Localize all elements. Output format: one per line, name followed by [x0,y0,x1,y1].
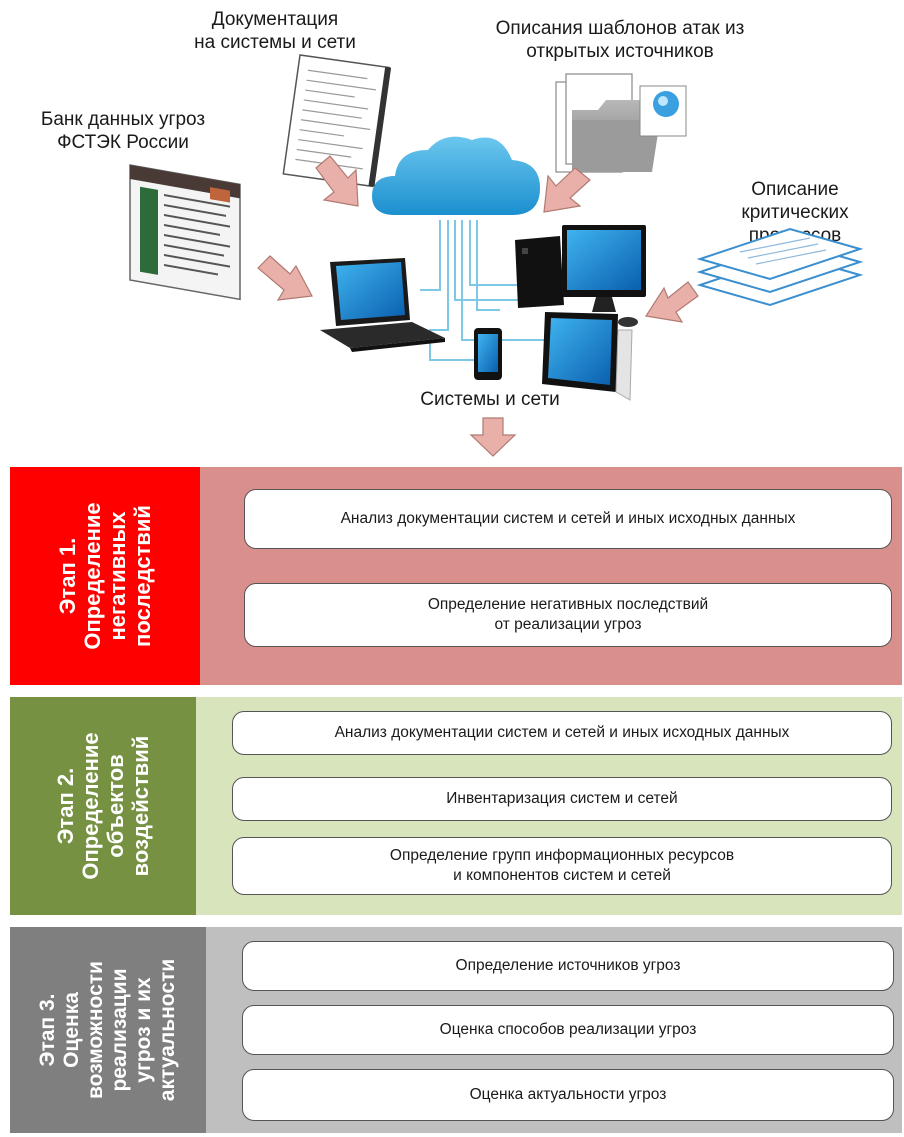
stage-3-title-line-6: актуальности [156,958,179,1102]
stage-3-title-line-5: угроз и их [132,977,155,1083]
smartphone-icon [474,328,502,380]
arrow-icon [257,155,699,457]
label-attack-templates-line-1: Описания шаблонов атак из [495,18,745,39]
stage-1-step-1-text: Анализ документации систем и сетей и ины… [340,510,796,527]
stage-2-step-1-text: Анализ документации систем и сетей и ины… [334,724,790,741]
stage-3-side: Этап 3. Оценка возможности реализации уг… [10,927,206,1133]
stage-2-step-1: Анализ документации систем и сетей и ины… [232,711,892,755]
stage-2-title-line-3: объектов [103,754,128,858]
stage-2-body: Анализ документации систем и сетей и ины… [196,697,902,915]
stage-2-step-3: Определение групп информационных ресурсо… [232,837,892,895]
stage-3-step-2: Оценка способов реализации угроз [242,1005,894,1055]
stage-3-step-2-text: Оценка способов реализации угроз [439,1021,697,1038]
label-threat-bank-line-2: ФСТЭК России [57,132,189,153]
stage-2-step-3-line-1: Определение групп информационных ресурсо… [389,847,735,864]
stage-1-title-line-1: Этап 1. [55,537,80,615]
stage-1-title-line-4: последствий [130,505,155,647]
label-critical-processes-line-2: критических [741,202,849,223]
stage-2-step-2-text: Инвентаризация систем и сетей [446,790,678,807]
document-icon [282,54,392,188]
stage-3-step-1-text: Определение источников угроз [455,957,681,974]
stage-3-step-3-text: Оценка актуальности угроз [469,1086,667,1103]
stage-1-body: Анализ документации систем и сетей и ины… [200,467,902,685]
label-attack-templates: Описания шаблонов атак из открытых источ… [470,17,770,63]
stage-1-title-line-3: негативных [105,511,130,641]
label-attack-templates-line-2: открытых источников [526,41,714,62]
stage-3: Этап 3. Оценка возможности реализации уг… [10,927,902,1133]
stage-3-step-1: Определение источников угроз [242,941,894,991]
stage-2-title-line-1: Этап 2. [53,767,78,845]
stage-1-step-1: Анализ документации систем и сетей и ины… [244,489,892,549]
stage-3-title: Этап 3. Оценка возможности реализации уг… [36,959,180,1101]
network-lines-icon [420,220,545,361]
stage-3-step-3: Оценка актуальности угроз [242,1069,894,1121]
label-docs-line-2: на системы и сети [194,32,356,53]
laptop-icon [320,258,445,352]
stage-2-side: Этап 2. Определение объектов воздействий [10,697,196,915]
label-systems-line: Системы и сети [420,389,560,410]
stage-2: Этап 2. Определение объектов воздействий… [10,697,902,915]
stage-1-step-2-line-2: от реализации угроз [494,616,642,633]
stage-3-title-line-2: Оценка [60,992,83,1068]
stage-3-title-line-3: возможности [84,961,107,1099]
stage-3-title-line-1: Этап 3. [36,993,59,1067]
stage-1-title: Этап 1. Определение негативных последств… [55,502,155,649]
label-docs-line-1: Документация [211,9,339,30]
stage-2-step-2: Инвентаризация систем и сетей [232,777,892,821]
folder-icon [555,73,687,173]
stage-1: Этап 1. Определение негативных последств… [10,467,902,685]
desktop-icon [515,225,646,327]
label-critical-processes-line-1: Описание [751,179,839,200]
papers-icon [696,227,864,307]
stage-1-step-2: Определение негативных последствий от ре… [244,583,892,647]
illustration-graphics [129,54,864,457]
label-threat-bank: Банк данных угроз ФСТЭК России [18,108,228,154]
sources-illustration: Документация на системы и сети Описания … [0,0,904,470]
stage-1-step-2-line-1: Определение негативных последствий [427,596,709,613]
stage-1-title-line-2: Определение [80,502,105,650]
label-systems: Системы и сети [380,388,600,411]
stage-2-title-line-4: воздействий [128,735,153,877]
label-docs: Документация на системы и сети [175,8,375,54]
tablet-icon [542,312,633,401]
label-threat-bank-line-1: Банк данных угроз [40,109,206,130]
stage-3-body: Определение источников угроз Оценка спос… [206,927,902,1133]
stage-1-side: Этап 1. Определение негативных последств… [10,467,200,685]
stage-2-step-3-line-2: и компонентов систем и сетей [453,867,671,884]
stage-3-title-line-4: реализации [108,968,131,1092]
browser-icon [129,164,241,301]
stage-2-title: Этап 2. Определение объектов воздействий [53,732,153,879]
stage-2-title-line-2: Определение [78,732,103,880]
cloud-icon [372,136,540,215]
